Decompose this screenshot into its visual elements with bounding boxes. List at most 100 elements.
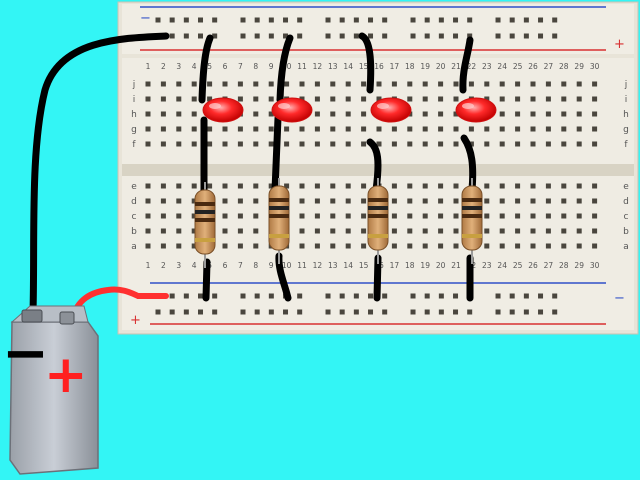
- breadboard-hole[interactable]: [422, 111, 428, 117]
- breadboard-hole[interactable]: [145, 141, 151, 147]
- rail-hole[interactable]: [523, 33, 529, 39]
- rail-hole[interactable]: [410, 293, 416, 299]
- breadboard-hole[interactable]: [576, 198, 582, 204]
- rail-hole[interactable]: [325, 17, 331, 23]
- rail-hole[interactable]: [283, 309, 289, 315]
- red-led-1[interactable]: [202, 97, 244, 123]
- breadboard-hole[interactable]: [576, 81, 582, 87]
- breadboard-hole[interactable]: [438, 96, 444, 102]
- breadboard-hole[interactable]: [222, 228, 228, 234]
- breadboard-hole[interactable]: [268, 81, 274, 87]
- rail-hole[interactable]: [268, 33, 274, 39]
- breadboard-hole[interactable]: [268, 96, 274, 102]
- breadboard-hole[interactable]: [330, 141, 336, 147]
- rail-hole[interactable]: [538, 33, 544, 39]
- breadboard-hole[interactable]: [407, 213, 413, 219]
- breadboard-hole[interactable]: [237, 228, 243, 234]
- red-led-4[interactable]: [455, 97, 497, 123]
- breadboard-hole[interactable]: [253, 243, 259, 249]
- breadboard-hole[interactable]: [361, 81, 367, 87]
- breadboard-hole[interactable]: [345, 81, 351, 87]
- breadboard-hole[interactable]: [576, 96, 582, 102]
- breadboard-hole[interactable]: [314, 111, 320, 117]
- breadboard-hole[interactable]: [545, 81, 551, 87]
- breadboard-hole[interactable]: [345, 141, 351, 147]
- breadboard-hole[interactable]: [222, 81, 228, 87]
- rail-hole[interactable]: [410, 309, 416, 315]
- breadboard-hole[interactable]: [545, 141, 551, 147]
- breadboard-hole[interactable]: [422, 183, 428, 189]
- rail-hole[interactable]: [353, 293, 359, 299]
- breadboard-hole[interactable]: [391, 243, 397, 249]
- breadboard-hole[interactable]: [284, 183, 290, 189]
- rail-hole[interactable]: [495, 17, 501, 23]
- breadboard-hole[interactable]: [499, 126, 505, 132]
- breadboard-hole[interactable]: [576, 228, 582, 234]
- breadboard-hole[interactable]: [576, 213, 582, 219]
- breadboard-hole[interactable]: [468, 126, 474, 132]
- rail-hole[interactable]: [509, 293, 515, 299]
- breadboard-hole[interactable]: [391, 198, 397, 204]
- breadboard-hole[interactable]: [191, 183, 197, 189]
- rail-hole[interactable]: [268, 293, 274, 299]
- breadboard-hole[interactable]: [361, 213, 367, 219]
- breadboard-hole[interactable]: [314, 213, 320, 219]
- rail-hole[interactable]: [183, 17, 189, 23]
- rail-hole[interactable]: [495, 309, 501, 315]
- breadboard-hole[interactable]: [453, 96, 459, 102]
- breadboard-hole[interactable]: [191, 141, 197, 147]
- breadboard-hole[interactable]: [222, 141, 228, 147]
- rail-hole[interactable]: [368, 33, 374, 39]
- breadboard-hole[interactable]: [407, 81, 413, 87]
- breadboard-hole[interactable]: [391, 228, 397, 234]
- breadboard-hole[interactable]: [237, 213, 243, 219]
- rail-hole[interactable]: [509, 33, 515, 39]
- breadboard-hole[interactable]: [438, 213, 444, 219]
- rail-hole[interactable]: [424, 17, 430, 23]
- breadboard-hole[interactable]: [314, 243, 320, 249]
- breadboard-hole[interactable]: [499, 198, 505, 204]
- breadboard-hole[interactable]: [453, 198, 459, 204]
- rail-hole[interactable]: [523, 293, 529, 299]
- rail-hole[interactable]: [254, 33, 260, 39]
- rail-hole[interactable]: [283, 33, 289, 39]
- breadboard-hole[interactable]: [576, 183, 582, 189]
- breadboard-hole[interactable]: [237, 96, 243, 102]
- rail-hole[interactable]: [438, 17, 444, 23]
- rail-hole[interactable]: [495, 293, 501, 299]
- breadboard-hole[interactable]: [176, 228, 182, 234]
- breadboard-hole[interactable]: [391, 213, 397, 219]
- rail-hole[interactable]: [268, 309, 274, 315]
- breadboard-hole[interactable]: [499, 141, 505, 147]
- breadboard-hole[interactable]: [438, 183, 444, 189]
- rail-hole[interactable]: [198, 33, 204, 39]
- breadboard-hole[interactable]: [592, 243, 598, 249]
- breadboard-hole[interactable]: [191, 111, 197, 117]
- breadboard-hole[interactable]: [314, 183, 320, 189]
- breadboard-hole[interactable]: [484, 183, 490, 189]
- breadboard-hole[interactable]: [592, 96, 598, 102]
- rail-hole[interactable]: [297, 33, 303, 39]
- rail-hole[interactable]: [382, 309, 388, 315]
- breadboard-hole[interactable]: [330, 198, 336, 204]
- breadboard-hole[interactable]: [253, 198, 259, 204]
- breadboard-hole[interactable]: [222, 243, 228, 249]
- breadboard-hole[interactable]: [530, 126, 536, 132]
- rail-hole[interactable]: [509, 17, 515, 23]
- rail-hole[interactable]: [169, 293, 175, 299]
- breadboard-hole[interactable]: [530, 228, 536, 234]
- breadboard-hole[interactable]: [422, 141, 428, 147]
- breadboard-hole[interactable]: [314, 228, 320, 234]
- breadboard-hole[interactable]: [253, 111, 259, 117]
- breadboard-hole[interactable]: [160, 183, 166, 189]
- breadboard-hole[interactable]: [253, 81, 259, 87]
- breadboard-hole[interactable]: [530, 96, 536, 102]
- breadboard-hole[interactable]: [453, 126, 459, 132]
- breadboard-hole[interactable]: [499, 243, 505, 249]
- breadboard-hole[interactable]: [176, 126, 182, 132]
- breadboard-hole[interactable]: [237, 141, 243, 147]
- rail-hole[interactable]: [523, 309, 529, 315]
- breadboard-hole[interactable]: [345, 228, 351, 234]
- breadboard-hole[interactable]: [407, 183, 413, 189]
- breadboard-hole[interactable]: [422, 81, 428, 87]
